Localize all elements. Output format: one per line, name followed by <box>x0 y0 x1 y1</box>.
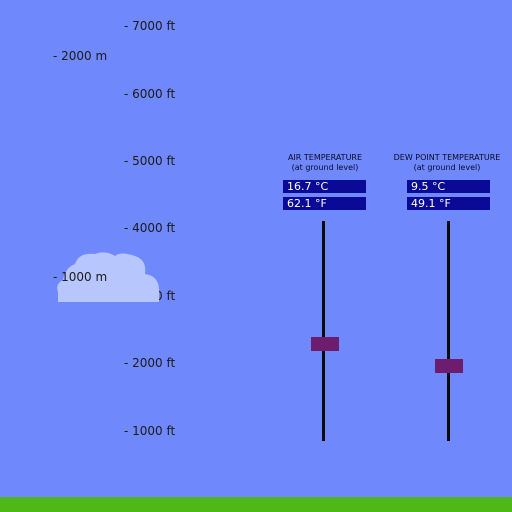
dew-point-celsius: 9.5 °C <box>407 180 490 193</box>
altitude-tick-1000ft: - 1000 ft <box>124 424 176 438</box>
air-temperature-title: AIR TEMPERATURE (at ground level) <box>280 153 370 173</box>
dew-point-title: DEW POINT TEMPERATURE (at ground level) <box>392 153 502 173</box>
dew-point-label: DEW POINT TEMPERATURE <box>393 153 501 162</box>
air-temperature-label: AIR TEMPERATURE <box>287 153 363 162</box>
dew-point-sublabel: (at ground level) <box>413 163 481 172</box>
dew-point-slider-handle[interactable] <box>435 359 463 374</box>
dew-point-slider-track[interactable] <box>447 221 450 441</box>
altitude-tick-2000m: - 2000 m <box>53 49 108 63</box>
air-temperature-slider-track[interactable] <box>322 221 325 441</box>
altitude-tick-5000ft: - 5000 ft <box>124 154 176 168</box>
air-temperature-celsius: 16.7 °C <box>283 180 366 193</box>
altitude-tick-2000ft: - 2000 ft <box>124 356 176 370</box>
altitude-tick-6000ft: - 6000 ft <box>124 87 176 101</box>
ground <box>0 497 512 512</box>
cloud-icon[interactable] <box>55 250 161 304</box>
air-temperature-sublabel: (at ground level) <box>291 163 359 172</box>
dew-point-fahrenheit: 49.1 °F <box>407 197 490 210</box>
air-temperature-slider-handle[interactable] <box>311 337 339 352</box>
air-temperature-fahrenheit: 62.1 °F <box>283 197 366 210</box>
altitude-tick-4000ft: - 4000 ft <box>124 221 176 235</box>
altitude-tick-7000ft: - 7000 ft <box>124 19 176 33</box>
altitude-tick-1000m: - 1000 m <box>53 270 108 284</box>
